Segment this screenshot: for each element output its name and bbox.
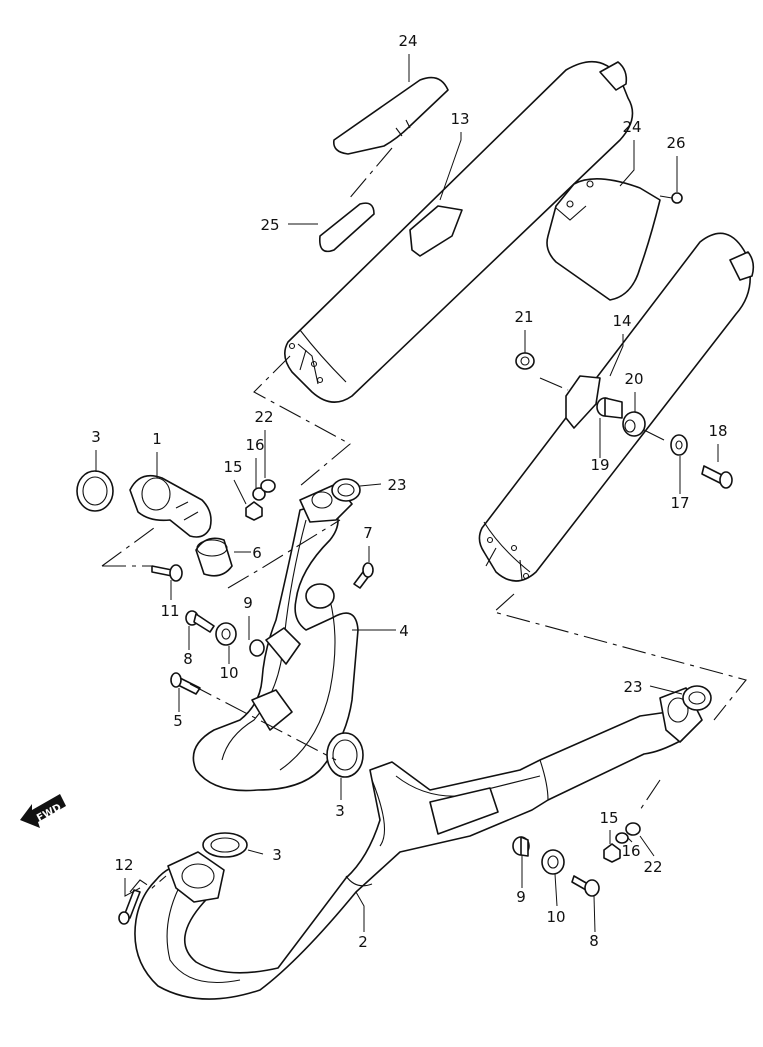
callout-c7: 7 <box>363 524 373 542</box>
bolt-8-upper[interactable] <box>185 610 215 633</box>
callout-c19: 19 <box>590 456 609 474</box>
callout-c23b: 23 <box>623 678 642 696</box>
callout-c14: 14 <box>612 312 631 330</box>
callout-c13: 13 <box>450 110 469 128</box>
washer-22-lower[interactable] <box>625 822 641 836</box>
washer-17[interactable] <box>670 434 688 456</box>
nut-15-lower[interactable] <box>603 843 621 863</box>
grommet-10-lower[interactable] <box>541 849 565 875</box>
grommet-20[interactable] <box>622 411 646 437</box>
callout-c16b: 16 <box>621 842 640 860</box>
nut-21[interactable] <box>515 352 535 370</box>
callout-c10a: 10 <box>219 664 238 682</box>
bolt-18[interactable] <box>701 465 733 489</box>
callout-c12: 12 <box>114 856 133 874</box>
bolt-11[interactable] <box>151 564 183 582</box>
assembly-lines <box>101 147 747 893</box>
callout-c24b: 24 <box>622 118 641 136</box>
callout-c16a: 16 <box>245 436 264 454</box>
callout-c18: 18 <box>708 422 727 440</box>
callout-c4: 4 <box>399 622 409 640</box>
gasket-23-upper[interactable] <box>331 478 361 502</box>
callout-c26: 26 <box>666 134 685 152</box>
callout-c3b: 3 <box>335 802 345 820</box>
muffler-left[interactable] <box>284 60 634 403</box>
callout-c2: 2 <box>358 933 368 951</box>
callout-c3c: 3 <box>272 846 282 864</box>
bolt-8-lower[interactable] <box>571 875 600 897</box>
callout-c9a: 9 <box>243 594 253 612</box>
callout-c15b: 15 <box>599 809 618 827</box>
callout-c23a: 23 <box>387 476 406 494</box>
callout-c21: 21 <box>514 308 533 326</box>
fwd-arrow-icon: FWD <box>20 794 66 828</box>
callout-c1: 1 <box>152 430 162 448</box>
callout-c22b: 22 <box>643 858 662 876</box>
callout-c8b: 8 <box>589 932 599 950</box>
bushing-9-upper[interactable] <box>249 639 265 657</box>
bushing-19[interactable] <box>596 397 623 419</box>
bushing-9-lower[interactable] <box>512 836 530 857</box>
callout-c5: 5 <box>173 712 183 730</box>
joint-pipe-1[interactable] <box>129 474 212 538</box>
callout-c11: 11 <box>160 602 179 620</box>
callout-c9b: 9 <box>516 888 526 906</box>
muffler-bracket <box>409 205 463 257</box>
gasket-3-middle[interactable] <box>326 732 364 778</box>
callout-c6: 6 <box>252 544 262 562</box>
callout-c24a: 24 <box>398 32 417 50</box>
muffler-right-bracket <box>565 375 601 429</box>
gasket-3-lower[interactable] <box>202 832 248 858</box>
bolt-7[interactable] <box>353 562 374 589</box>
bolt-12[interactable] <box>118 889 141 925</box>
callout-c15a: 15 <box>223 458 242 476</box>
gasket-23-lower[interactable] <box>682 685 712 711</box>
callout-c25: 25 <box>260 216 279 234</box>
heat-shield-upper[interactable] <box>332 76 449 155</box>
callout-c20: 20 <box>624 370 643 388</box>
callout-c3a: 3 <box>91 428 101 446</box>
callout-c8a: 8 <box>183 650 193 668</box>
washer-16-upper[interactable] <box>252 487 266 501</box>
grommet-10-upper[interactable] <box>215 622 237 646</box>
callout-c17: 17 <box>670 494 689 512</box>
washer-22-upper[interactable] <box>260 479 276 493</box>
gasket-3-upper[interactable] <box>76 470 114 512</box>
nut-15-upper[interactable] <box>245 501 263 521</box>
bolt-26[interactable] <box>659 192 683 204</box>
callout-c10b: 10 <box>546 908 565 926</box>
bolt-5[interactable] <box>170 672 201 695</box>
leader-lines <box>95 54 719 933</box>
clamp-6[interactable] <box>195 537 233 577</box>
heat-shield-right[interactable] <box>546 178 661 301</box>
callout-c22a: 22 <box>254 408 273 426</box>
heat-shield-lower[interactable] <box>318 202 375 253</box>
